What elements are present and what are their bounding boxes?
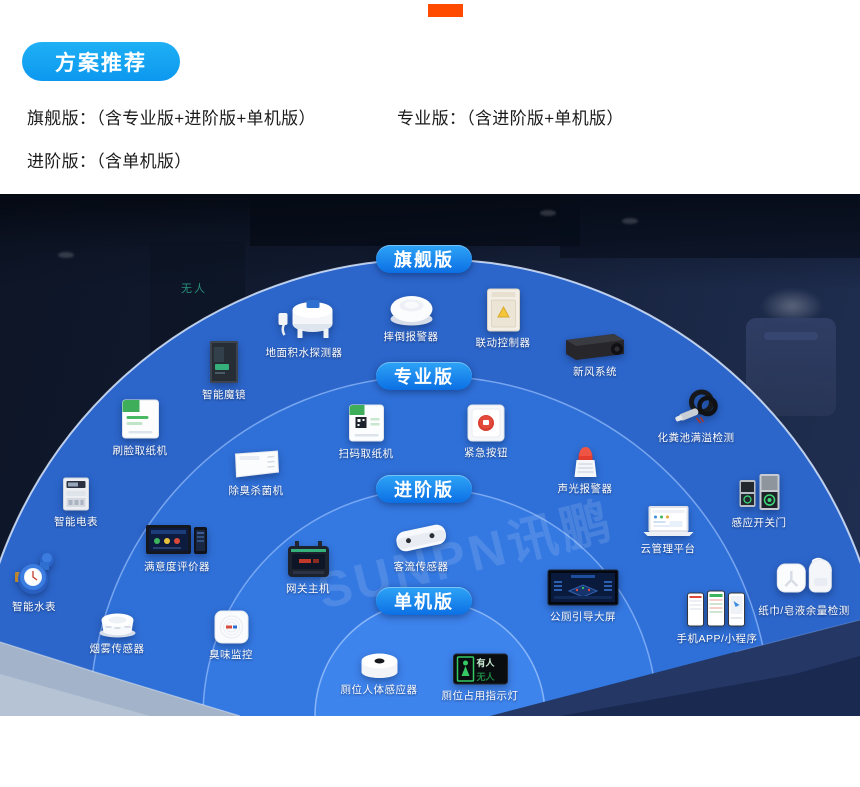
satisfaction-evaluator-icon [145,524,209,556]
odor-monitor-icon [214,610,249,644]
smart-mirror-icon [209,340,239,384]
product-passenger-flow-sensor: 客流传感器 [392,518,450,574]
fresh-air-system-icon [564,331,626,361]
svg-text:有人: 有人 [476,657,495,668]
product-septic-overflow-detector: 化粪池满溢检测 [658,387,735,445]
floor-water-detector-icon [275,298,333,342]
product-label: 公厕引导大屏 [550,611,616,623]
product-fall-alarm: 摔倒报警器 [384,292,439,344]
product-label: 智能水表 [12,601,56,613]
product-fresh-air-system: 新风系统 [564,331,626,379]
tier-badge-professional: 专业版 [376,362,472,390]
product-label: 客流传感器 [393,561,449,573]
ceiling-recess [250,194,580,246]
product-label: 云管理平台 [640,543,696,555]
sensor-door-icon [737,472,781,512]
product-label: 新风系统 [573,366,617,378]
product-deodorizer-sterilizer: 除臭杀菌机 [229,448,284,498]
product-odor-monitor: 臭味监控 [209,610,253,662]
product-label: 网关主机 [286,583,330,595]
product-label: 声光报警器 [557,483,613,495]
tier-desc-flagship: 旗舰版：（含专业版+进阶版+单机版） [27,109,316,128]
product-label: 刷脸取纸机 [112,445,168,457]
product-emergency-button: 紧急按钮 [464,404,508,460]
fall-alarm-icon [389,292,433,326]
svg-text:无人: 无人 [475,671,495,682]
tier-badge-standalone: 单机版 [376,587,472,615]
paper-soap-level-detector-icon [776,556,832,600]
product-label: 摔倒报警器 [383,331,439,343]
product-label: 地面积水探测器 [265,347,343,359]
smoke-sensor-icon [98,608,136,638]
product-label: 除臭杀菌机 [228,485,284,497]
cloud-platform-icon [642,505,694,538]
smart-electric-meter-icon [63,477,89,511]
solution-diagram: 无人 SUNPN讯鹏 摔倒报警器联动控制器地面积水探测器新风系统智能魔镜刷脸取纸… [0,194,860,716]
product-label: 感应开关门 [731,517,787,529]
product-label: 紧急按钮 [464,447,508,459]
product-face-paper-dispenser: 刷脸取纸机 [113,398,168,458]
emergency-button-icon [467,404,505,442]
product-smoke-sensor: 烟雾传感器 [90,608,145,656]
scan-paper-dispenser-icon [347,403,385,443]
section-title: 方案推荐 [55,51,147,75]
tier-desc-advanced: 进阶版：（含单机版） [27,152,192,171]
product-linkage-controller: 联动控制器 [476,288,531,350]
product-layer: 摔倒报警器联动控制器地面积水探测器新风系统智能魔镜刷脸取纸机除臭杀菌机智能电表智… [0,194,860,716]
orange-marker [428,4,463,17]
product-smart-electric-meter: 智能电表 [54,477,98,529]
sound-light-alarm-icon [572,442,598,478]
gateway-host-icon [287,541,330,578]
deodorizer-sterilizer-icon [232,448,280,480]
ceiling-light [58,252,74,258]
section-title-pill: 方案推荐 [22,42,180,81]
stall-indicator-light-icon: 有人无人 [452,653,508,685]
product-label: 厕位占用指示灯 [441,690,519,702]
stall-occupancy-sensor-icon [360,648,398,679]
tier-desc-professional: 专业版：（含进阶版+单机版） [397,109,624,128]
ceiling-light [622,218,638,224]
product-label: 联动控制器 [475,337,531,349]
product-floor-water-detector: 地面积水探测器 [266,298,343,360]
linkage-controller-icon [486,288,520,332]
product-mobile-app: 手机APP/小程序 [677,590,758,646]
product-label: 满意度评价器 [144,561,210,573]
product-guide-screen: 公厕引导大屏 [547,569,619,624]
product-scan-paper-dispenser: 扫码取纸机 [339,403,394,461]
guide-screen-icon [547,569,619,606]
product-label: 纸巾/皂液余量检测 [758,605,850,617]
product-smart-mirror: 智能魔镜 [202,340,246,402]
product-smart-water-meter: 智能水表 [12,550,56,614]
smart-water-meter-icon [14,550,54,596]
product-gateway-host: 网关主机 [286,541,330,596]
product-satisfaction-evaluator: 满意度评价器 [144,524,210,574]
ceiling-band [560,194,860,258]
product-paper-soap-level-detector: 纸巾/皂液余量检测 [758,556,849,618]
tier-badge-advanced: 进阶版 [376,475,472,503]
product-sensor-door: 感应开关门 [732,472,787,530]
face-paper-dispenser-icon [120,398,160,440]
product-label: 手机APP/小程序 [676,633,758,645]
restroom-photo-background: 无人 [0,194,860,716]
product-stall-indicator-light: 有人无人厕位占用指示灯 [442,653,519,703]
septic-overflow-detector-icon [674,387,718,427]
product-label: 烟雾传感器 [89,643,145,655]
product-label: 智能电表 [54,516,98,528]
ceiling-light [540,210,556,216]
product-stall-occupancy-sensor: 厕位人体感应器 [341,648,418,697]
product-cloud-platform: 云管理平台 [641,505,696,556]
product-label: 臭味监控 [209,649,253,661]
mobile-app-icon [687,590,747,628]
tier-badge-flagship: 旗舰版 [376,245,472,273]
background-led-sign: 无人 [181,283,207,295]
product-label: 扫码取纸机 [338,448,394,460]
product-label: 厕位人体感应器 [340,684,418,696]
product-sound-light-alarm: 声光报警器 [558,442,613,496]
product-label: 智能魔镜 [202,389,246,401]
passenger-flow-sensor-icon [392,518,450,556]
product-label: 化粪池满溢检测 [657,432,735,444]
